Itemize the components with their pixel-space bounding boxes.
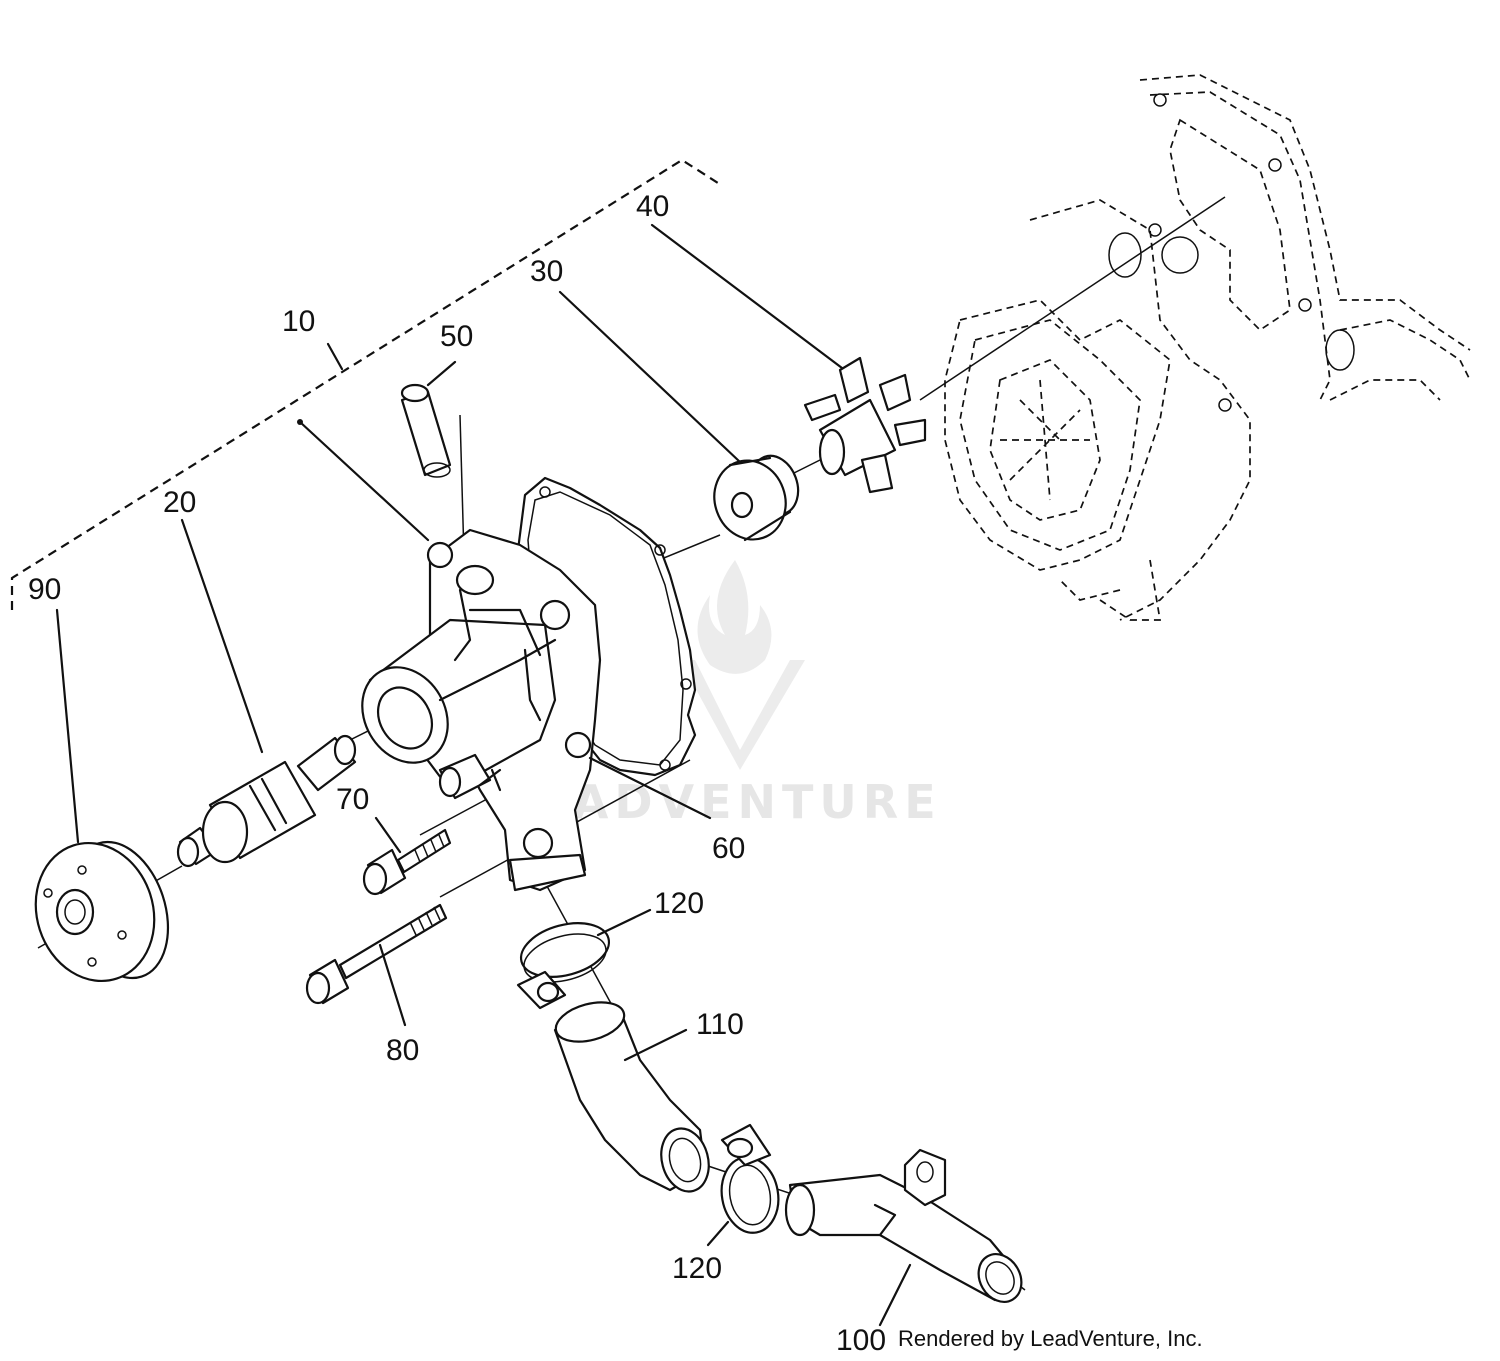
part-120-hose-clamp-upper	[516, 922, 611, 1010]
part-40-impeller	[803, 356, 927, 494]
callout-labels: 10 20 30 40 50 60 70 80 90 100 110 120 1…	[28, 190, 886, 1357]
callout-70: 70	[336, 783, 369, 816]
part-70-short-bolt	[362, 828, 452, 896]
v-logo-icon	[680, 660, 805, 770]
callout-30: 30	[530, 255, 563, 288]
part-100-outlet-pipe	[784, 1148, 1023, 1303]
part-20-shaft-bearing	[176, 734, 357, 868]
assembly-bracket	[10, 158, 719, 610]
flame-logo-icon	[697, 560, 772, 674]
leader-lines	[55, 223, 912, 1327]
part-30-seal	[713, 454, 800, 542]
part-80-long-bolt	[305, 903, 448, 1005]
part-110-hose	[553, 1001, 710, 1193]
part-50-sleeve	[400, 383, 452, 478]
callout-120-lower: 120	[672, 1252, 722, 1285]
callout-10: 10	[282, 305, 315, 338]
credit-text: Rendered by LeadVenture, Inc.	[898, 1326, 1203, 1351]
part-120-hose-clamp-lower	[720, 1123, 780, 1234]
callout-80: 80	[386, 1034, 419, 1067]
callout-90: 90	[28, 573, 61, 606]
part-90-pulley-flange	[34, 840, 170, 983]
engine-block	[944, 74, 1471, 621]
callout-40: 40	[636, 190, 669, 223]
callout-20: 20	[163, 486, 196, 519]
callout-60: 60	[712, 832, 745, 865]
callout-120-upper: 120	[654, 887, 704, 920]
part-10-water-pump-body	[361, 476, 697, 892]
callout-50: 50	[440, 320, 473, 353]
callout-110: 110	[696, 1008, 744, 1041]
callout-100: 100	[836, 1324, 886, 1357]
